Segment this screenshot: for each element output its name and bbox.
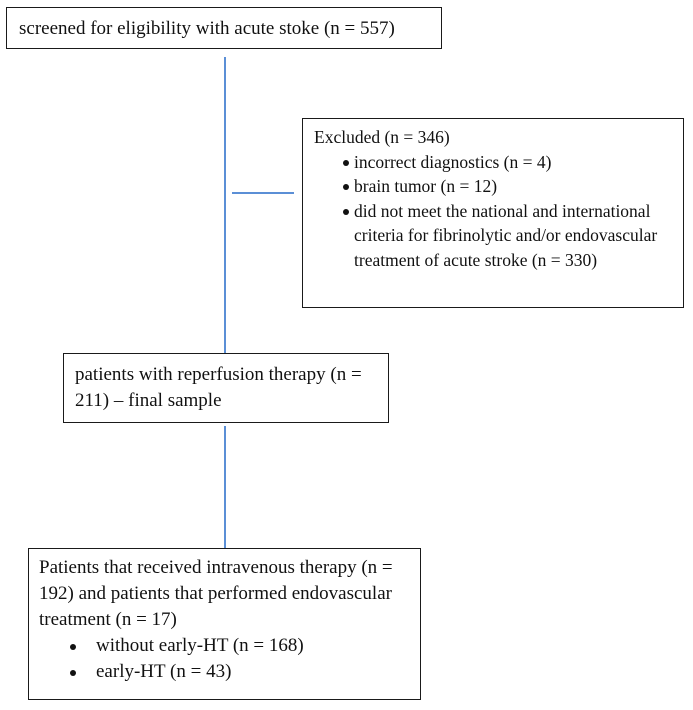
bullet-icon — [70, 644, 76, 650]
screened-text: screened for eligibility with acute stok… — [19, 18, 395, 39]
bullet-icon — [343, 208, 349, 215]
bullet-icon — [343, 159, 349, 166]
final-sample-box: patients with reperfusion therapy (n = 2… — [63, 353, 389, 423]
excluded-item-label: incorrect diagnostics (n = 4) — [354, 151, 552, 172]
treatment-item-label: without early-HT (n = 168) — [96, 635, 304, 656]
connector-sample-to-treatment — [224, 426, 226, 548]
treatment-item-early-ht: early-HT (n = 43) — [39, 659, 412, 685]
excluded-item-incorrect-diagnostics: incorrect diagnostics (n = 4) — [314, 150, 675, 175]
treatment-item-label: early-HT (n = 43) — [96, 661, 232, 682]
final-sample-text: patients with reperfusion therapy (n = 2… — [75, 364, 362, 411]
excluded-item-label: brain tumor (n = 12) — [354, 176, 498, 196]
treatment-text: Patients that received intravenous thera… — [39, 557, 393, 630]
connector-branch-to-excluded — [232, 192, 294, 194]
excluded-item-label: did not meet the national and internatio… — [354, 200, 658, 270]
treatment-item-without-early-ht: without early-HT (n = 168) — [39, 633, 412, 659]
screened-box: screened for eligibility with acute stok… — [6, 7, 442, 49]
excluded-title: Excluded (n = 346) — [314, 127, 450, 147]
excluded-item-criteria: did not meet the national and internatio… — [314, 199, 675, 273]
treatment-list: without early-HT (n = 168) early-HT (n =… — [39, 633, 412, 685]
treatment-box: Patients that received intravenous thera… — [28, 548, 421, 700]
connector-screened-to-sample — [224, 57, 226, 353]
excluded-list: incorrect diagnostics (n = 4) brain tumo… — [314, 150, 675, 273]
excluded-item-brain-tumor: brain tumor (n = 12) — [314, 174, 675, 199]
bullet-icon — [70, 670, 76, 676]
excluded-box: Excluded (n = 346) incorrect diagnostics… — [302, 118, 684, 308]
bullet-icon — [343, 184, 349, 190]
